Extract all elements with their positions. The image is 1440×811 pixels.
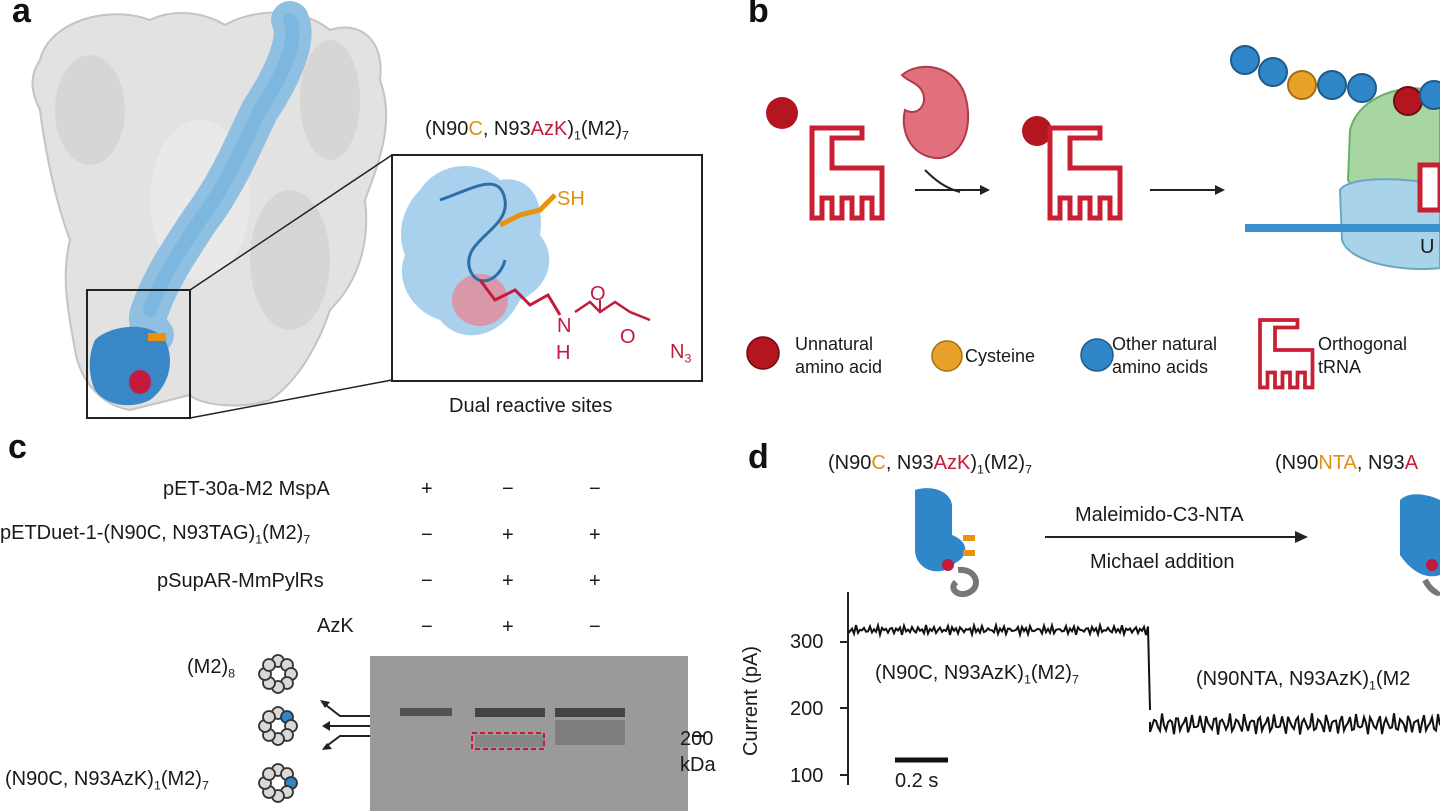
chem-o-mid: O xyxy=(620,326,636,348)
panel-c-gel-figure xyxy=(258,654,705,811)
inset-title: (N90C, N93AzK)1(M2)7 xyxy=(425,118,629,143)
trace-label-2: (N90NTA, N93AzK)1(M2 xyxy=(1196,668,1411,693)
nanopore-icon-right xyxy=(1400,494,1440,596)
marker-200: 200 xyxy=(680,728,714,750)
mark-r1-c0: − xyxy=(421,524,433,546)
row-label-pet30a: pET-30a-M2 MspA xyxy=(163,478,330,500)
chem-n3: N3 xyxy=(670,341,692,366)
legend-unnatural-icon xyxy=(746,336,780,370)
current-trace xyxy=(849,621,1440,735)
panel-d-figure xyxy=(840,488,1440,785)
d-left-title: (N90C, N93AzK)1(M2)7 xyxy=(828,452,1032,477)
mark-r2-c2: + xyxy=(589,570,601,592)
trace-segment-open xyxy=(849,621,1151,711)
chem-h: H xyxy=(556,342,571,364)
chem-n: N xyxy=(557,315,572,337)
octamer-ring-3 xyxy=(258,763,298,803)
ytick-100: 100 xyxy=(790,765,824,787)
mark-r3-c2: − xyxy=(589,616,601,638)
reagent-label: Maleimido-C3-NTA xyxy=(1075,504,1244,526)
panel-c-label: c xyxy=(8,428,27,466)
legend-natural-icon xyxy=(1080,338,1114,372)
reaction-label: Michael addition xyxy=(1090,551,1235,573)
mark-r1-c1: + xyxy=(502,524,514,546)
legend-cysteine-label: Cysteine xyxy=(965,346,1036,366)
legend-cysteine-icon xyxy=(931,340,963,372)
mark-r2-c0: − xyxy=(421,570,433,592)
legend-trna-icon xyxy=(1258,318,1315,390)
mark-r0-c2: − xyxy=(589,478,601,500)
panel-a-label: a xyxy=(12,0,31,30)
synthetase xyxy=(900,65,970,160)
heterooctamer-label: (N90C, N93AzK)1(M2)7 xyxy=(5,768,209,793)
zoom-box xyxy=(86,289,191,419)
nanopore-icon-left xyxy=(915,488,979,598)
mark-r0-c1: − xyxy=(502,478,514,500)
row-label-psupar: pSupAR-MmPylRs xyxy=(157,570,324,592)
panel-d-label: d xyxy=(748,438,769,476)
mark-r0-c0: + xyxy=(421,478,433,500)
sh-label: SH xyxy=(557,188,585,210)
aa-red-2 xyxy=(1022,116,1052,146)
mark-r3-c1: + xyxy=(502,616,514,638)
highlight-band-box xyxy=(471,732,545,750)
panel-b-scheme xyxy=(746,45,1440,390)
trace-segment-modified xyxy=(1149,713,1440,735)
row-label-petduet: pETDuet-1-(N90C, N93TAG)1(M2)7 xyxy=(0,522,311,547)
ytick-300: 300 xyxy=(790,631,824,653)
ytick-200: 200 xyxy=(790,698,824,720)
inset-caption: Dual reactive sites xyxy=(449,395,613,417)
mark-r3-c0: − xyxy=(421,616,433,638)
m2-8-label: (M2)8 xyxy=(187,656,236,681)
row-label-azk: AzK xyxy=(317,615,354,637)
octamer-ring-1 xyxy=(258,654,298,694)
trace-label-1: (N90C, N93AzK)1(M2)7 xyxy=(875,662,1079,687)
azk-chain xyxy=(478,279,562,316)
mark-r2-c1: + xyxy=(502,570,514,592)
marker-kda: kDa xyxy=(680,754,716,776)
panel-b-codon: U xyxy=(1420,236,1435,258)
scale-bar-label: 0.2 s xyxy=(895,770,939,792)
d-right-title: (N90NTA, N93A xyxy=(1275,452,1419,474)
panel-b-label: b xyxy=(748,0,769,30)
mark-r1-c2: + xyxy=(589,524,601,546)
aa-red-1 xyxy=(766,97,798,129)
panel-a-protein-figure xyxy=(31,1,703,419)
octamer-ring-2 xyxy=(258,706,298,746)
chem-o-top: O xyxy=(590,283,606,305)
